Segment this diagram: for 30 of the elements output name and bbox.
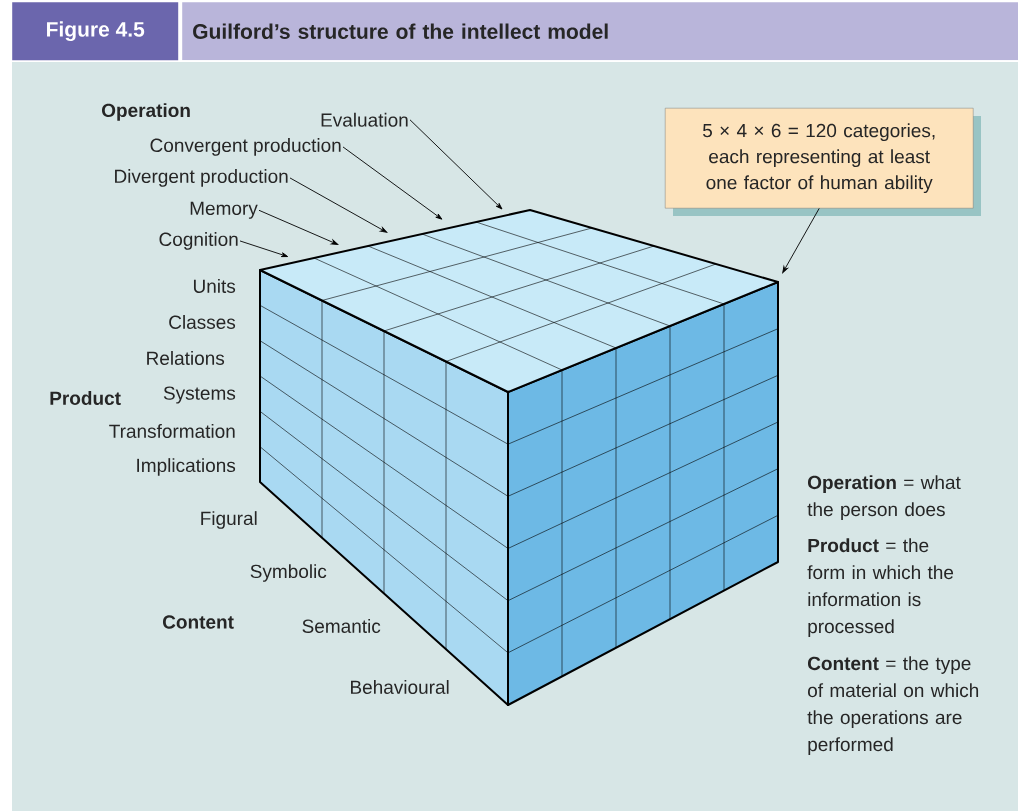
category-label: Units <box>194 279 236 293</box>
category-label: Semantic <box>302 619 381 633</box>
axis-heading: Operation <box>102 103 190 121</box>
figure-tag: Figure 4.5 <box>12 2 179 61</box>
category-label: Symbolic <box>250 564 327 582</box>
definition-text: Operation = what the person does <box>807 475 961 520</box>
leader-line <box>239 240 289 258</box>
operation-label: Convergent production <box>150 138 341 156</box>
category-label: Figural <box>201 511 257 529</box>
callout-box: 5 × 4 × 6 = 120 categories, each representing at least one factor of human ability <box>665 108 974 209</box>
leader-line <box>289 177 388 233</box>
title-band: Guilford’s structure of the intellect model <box>182 2 1018 61</box>
category-label: Implications <box>137 458 236 476</box>
leader-line <box>782 207 820 274</box>
leader-line <box>342 146 443 220</box>
definition-text: Product = the form in which the information is processed <box>807 538 954 637</box>
operation-label: Divergent production <box>115 169 288 187</box>
leader-line <box>258 209 339 245</box>
operation-label: Memory <box>190 201 258 219</box>
category-label: Systems <box>163 386 236 404</box>
definition-text: Content = the type of material on which the operations are performed <box>807 656 979 755</box>
category-label: Behavioural <box>351 680 449 694</box>
category-label: Classes <box>169 315 236 329</box>
operation-label: Evaluation <box>321 112 408 127</box>
axis-heading: Product <box>50 391 121 405</box>
category-label: Transformation <box>109 424 235 438</box>
category-label: Relations <box>147 351 225 365</box>
operation-label: Cognition <box>159 232 238 250</box>
axis-heading: Content <box>163 615 234 629</box>
leader-line <box>409 119 503 210</box>
